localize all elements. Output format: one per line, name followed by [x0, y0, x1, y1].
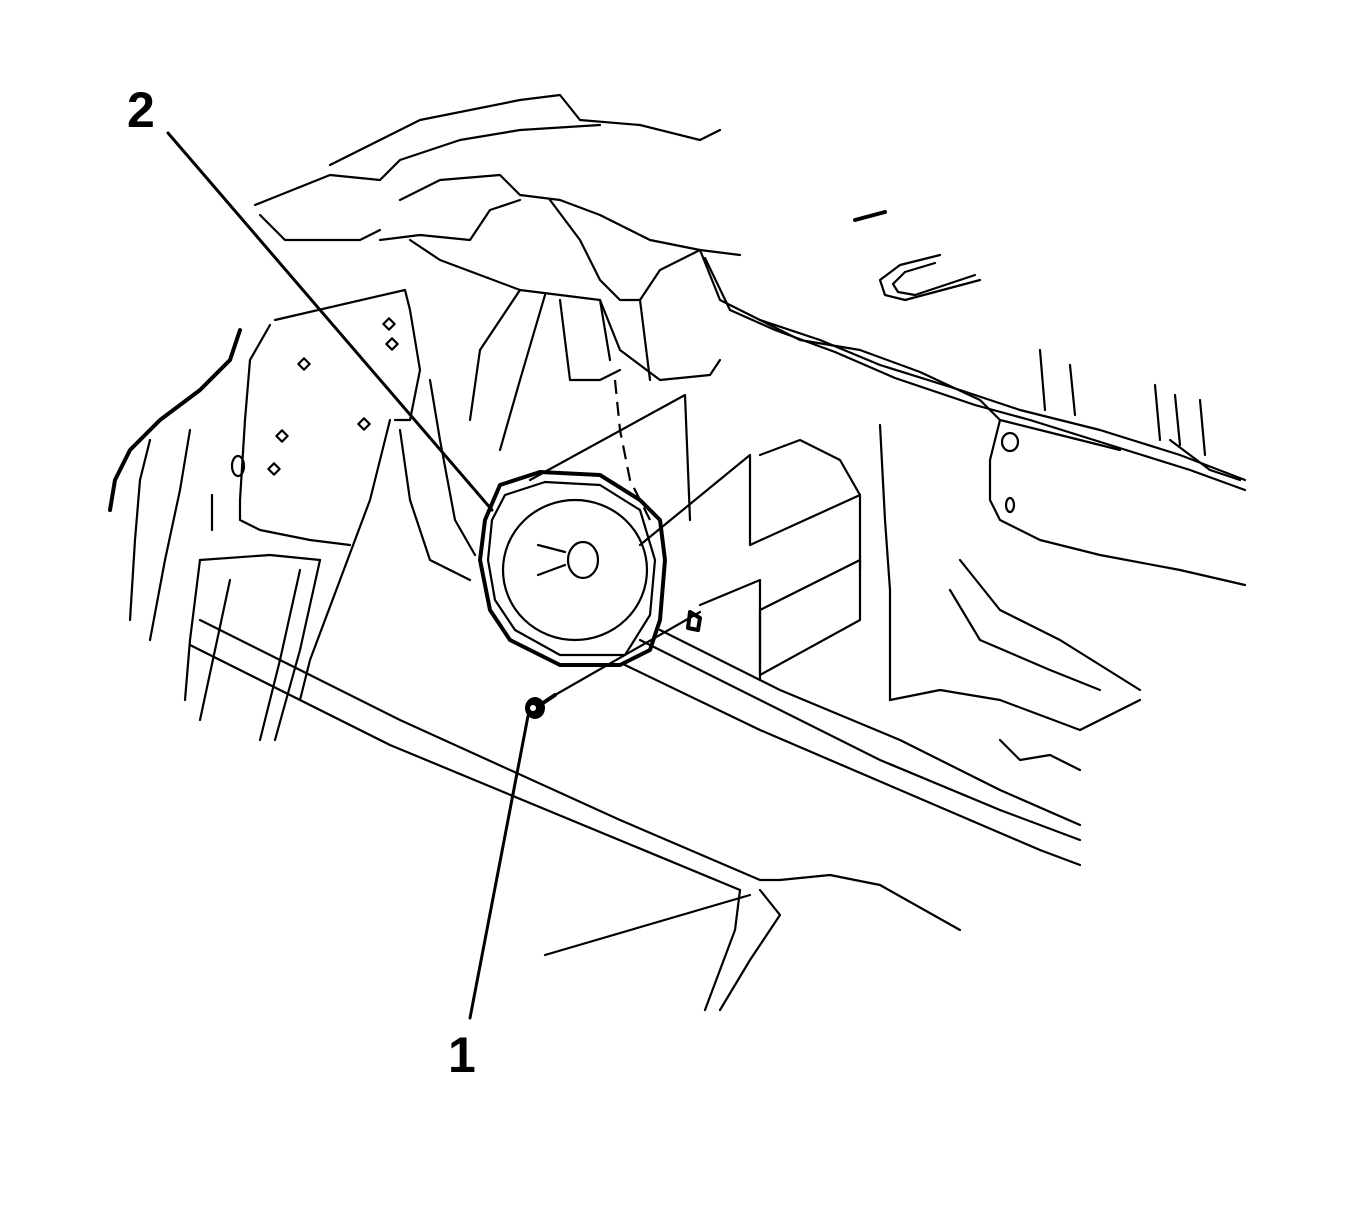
clip-part — [853, 210, 982, 302]
left-pillar-trim — [108, 288, 422, 742]
speaker — [478, 470, 667, 667]
right-rail-structure — [988, 348, 1247, 587]
leader-line-2 — [166, 131, 494, 512]
upper-body-structure — [253, 93, 1247, 492]
lower-floor-structure — [188, 558, 1142, 1012]
speaker-mounting-box — [528, 393, 892, 702]
callout-1: 1 — [448, 1027, 476, 1083]
leader-line-1 — [468, 714, 530, 1020]
speaker-fastener-screw — [525, 610, 702, 719]
callout-2: 2 — [127, 82, 155, 138]
